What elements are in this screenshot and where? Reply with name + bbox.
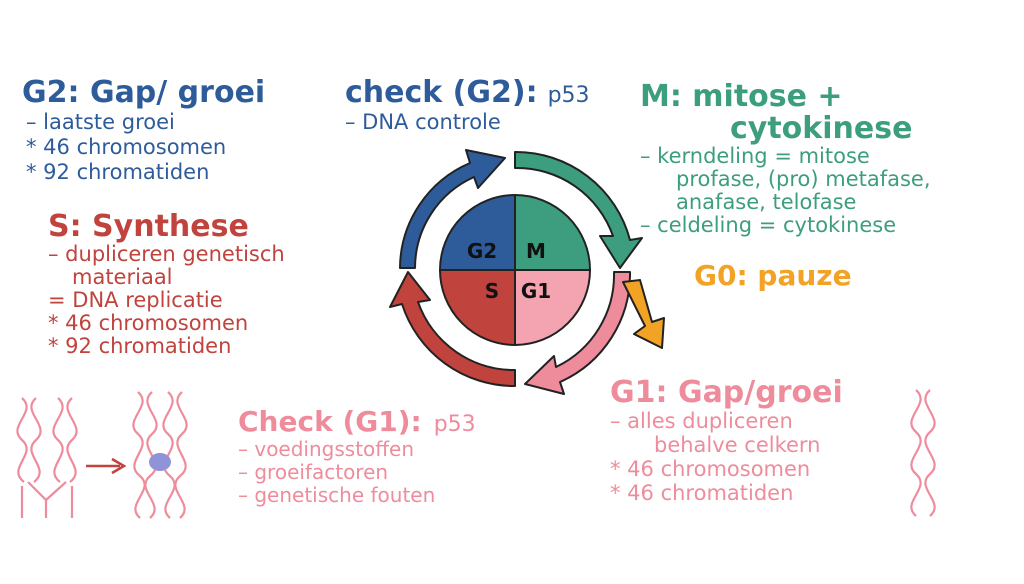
g0-block: G0: pauze	[694, 262, 852, 290]
g2-segment	[438, 193, 516, 271]
g2-line-2: * 46 chromosomen	[26, 135, 227, 159]
dna-after-icon	[132, 391, 188, 519]
s-line-5: * 92 chromatiden	[48, 334, 232, 358]
m-segment-label: M	[526, 239, 546, 263]
check-g1-line-2: – groeifactoren	[238, 460, 389, 484]
m-segment	[514, 193, 592, 271]
check-g1-line-1: – voedingsstoffen	[238, 437, 415, 461]
g1-segment-label: G1	[521, 279, 551, 303]
m-title-line-1: M: mitose +	[640, 79, 843, 114]
g1-arrow	[524, 271, 632, 395]
s-segment	[438, 269, 516, 347]
g1-line-4: * 46 chromatiden	[610, 481, 794, 505]
g2-line-1: – laatste groei	[26, 110, 175, 134]
m-line-3: anafase, telofase	[676, 190, 857, 214]
centromere-icon	[149, 453, 171, 471]
g0-title: G0: pauze	[694, 259, 852, 292]
s-title: S: Synthese	[48, 209, 249, 244]
g2-segment-label: G2	[467, 239, 497, 263]
m-line-4: – celdeling = cytokinese	[640, 213, 897, 237]
check-g1-block: Check (G1): p53 – voedingsstoffen – groei…	[238, 405, 476, 507]
s-block: S: Synthese – dupliceren genetisch mater…	[48, 212, 285, 357]
s-line-2: materiaal	[72, 265, 173, 289]
m-line-2: profase, (pro) metafase,	[676, 167, 931, 191]
dna-right-icon	[910, 389, 936, 517]
m-block: M: mitose + cytokinese – kerndeling = mi…	[640, 82, 931, 236]
check-g1-line-3: – genetische fouten	[238, 483, 436, 507]
g1-segment	[514, 269, 592, 347]
check-g2-block: check (G2): p53 – DNA controle	[345, 78, 590, 133]
m-title-line-2: cytokinese	[730, 111, 913, 146]
s-line-1: – dupliceren genetisch	[48, 242, 285, 266]
check-g2-title: check (G2):	[345, 75, 538, 110]
check-g2-suffix: p53	[547, 83, 590, 108]
g1-title: G1: Gap/groei	[610, 375, 843, 410]
g2-line-3: * 92 chromatiden	[26, 160, 210, 184]
check-g1-suffix: p53	[433, 412, 476, 437]
g1-block: G1: Gap/groei – alles dupliceren behalve…	[610, 378, 843, 504]
check-g2-line-1: – DNA controle	[345, 110, 501, 134]
g0-arrow	[622, 279, 665, 349]
g1-line-2: behalve celkern	[654, 433, 821, 457]
check-g1-title: Check (G1):	[238, 405, 422, 438]
m-line-1: – kerndeling = mitose	[640, 144, 870, 168]
g2-arrow	[399, 149, 506, 269]
s-segment-label: S	[485, 279, 499, 303]
g2-title: G2: Gap/ groei	[22, 75, 266, 110]
g2-block: G2: Gap/ groei – laatste groei * 46 chro…	[22, 78, 265, 183]
replication-arrow-icon	[86, 457, 127, 475]
m-arrow	[514, 150, 643, 269]
dna-before-icon	[16, 397, 78, 518]
s-arrow	[389, 271, 516, 388]
s-line-4: * 46 chromosomen	[48, 311, 249, 335]
s-line-3: = DNA replicatie	[48, 288, 223, 312]
g1-line-3: * 46 chromosomen	[610, 457, 811, 481]
g1-line-1: – alles dupliceren	[610, 409, 793, 433]
